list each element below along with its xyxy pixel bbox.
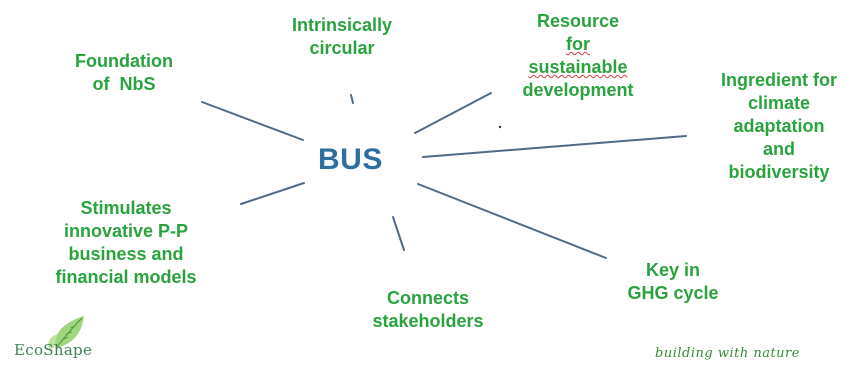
node-line: of NbS xyxy=(92,74,156,94)
node-line: and xyxy=(762,139,795,159)
spoke-foundation xyxy=(201,101,304,141)
node-line: Resource for xyxy=(503,10,653,56)
spoke-key xyxy=(417,183,607,259)
node-resource: Resource for sustainable development xyxy=(503,10,653,102)
underlined-word: sustainable xyxy=(528,57,628,77)
node-connects: Connects stakeholders xyxy=(358,287,498,333)
spoke-resource xyxy=(414,92,492,134)
node-line: climate xyxy=(747,93,811,113)
center-node-label: BUS xyxy=(318,143,383,176)
spoke-intrinsically xyxy=(350,94,354,104)
node-foundation: Foundation of NbS xyxy=(62,50,186,96)
node-line: GHG cycle xyxy=(627,283,719,303)
node-line: Foundation xyxy=(75,51,173,71)
tagline: building with nature xyxy=(655,346,800,361)
node-line: Intrinsically xyxy=(291,15,393,35)
node-line: Key in xyxy=(645,260,701,280)
node-key: Key in GHG cycle xyxy=(613,259,733,305)
node-line: stakeholders xyxy=(372,311,484,331)
ecoshape-logo-text: EcoShape xyxy=(14,341,93,359)
node-line: innovative P-P xyxy=(63,221,189,241)
node-line: biodiversity xyxy=(728,162,830,182)
node-line: financial models xyxy=(55,267,197,287)
node-line: Connects xyxy=(386,288,469,308)
node-stimulates: Stimulates innovative P-P business and f… xyxy=(40,197,212,289)
spoke-ingredient xyxy=(422,135,687,158)
leaf-icon xyxy=(48,316,84,350)
node-ingredient: Ingredient for climate adaptation and bi… xyxy=(706,69,852,184)
node-line: business and xyxy=(68,244,184,264)
spoke-stimulates xyxy=(240,182,305,205)
node-line: Stimulates xyxy=(80,198,172,218)
node-line: circular xyxy=(309,38,375,58)
node-line: adaptation xyxy=(733,116,825,136)
node-line: development xyxy=(522,80,634,100)
node-intrinsically: Intrinsically circular xyxy=(280,14,404,60)
stray-dot xyxy=(498,125,502,129)
spoke-connects xyxy=(392,216,405,251)
node-line: Ingredient for xyxy=(721,70,837,90)
underlined-word: for xyxy=(566,34,590,54)
node-line: sustainable xyxy=(503,56,653,79)
